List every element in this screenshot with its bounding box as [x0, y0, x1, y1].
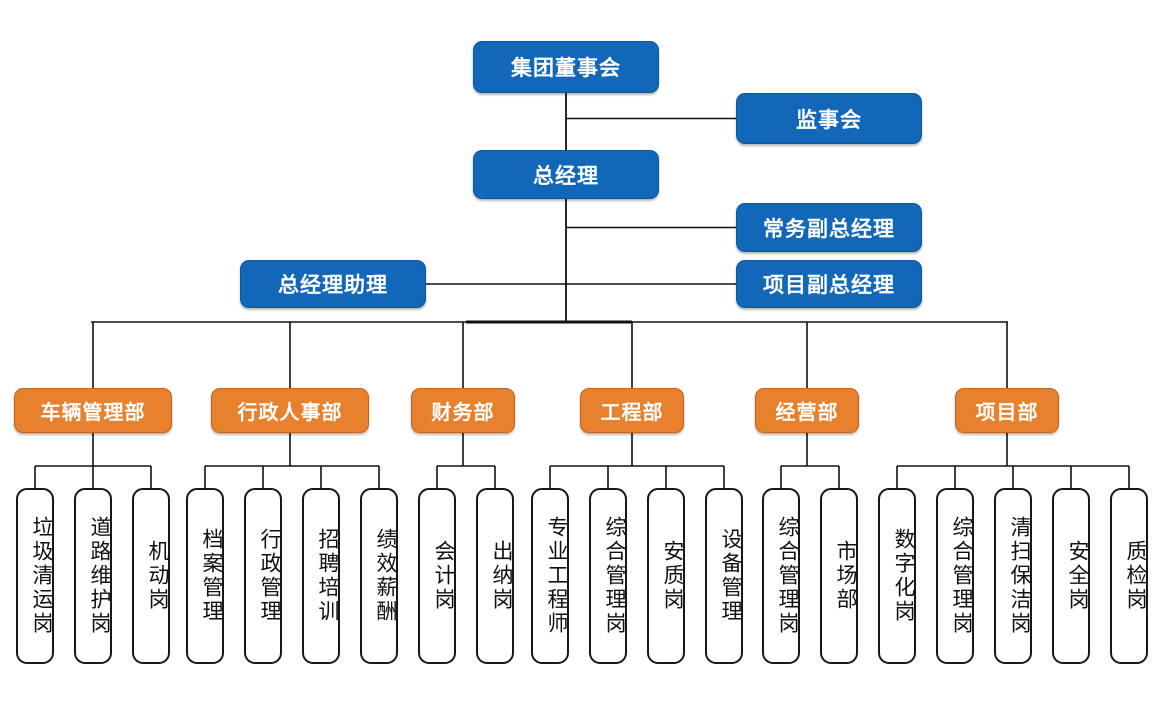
- node-position[interactable]: 清扫保洁岗: [994, 488, 1032, 664]
- node-position[interactable]: 出纳岗: [476, 488, 514, 664]
- node-general-manager[interactable]: 总经理: [473, 150, 659, 199]
- node-label: 项目部: [975, 402, 1039, 424]
- node-position[interactable]: 垃圾清运岗: [16, 488, 54, 664]
- node-label: 专业工程师: [545, 516, 568, 636]
- node-label: 数字化岗: [892, 528, 915, 624]
- node-supervisory-board[interactable]: 监事会: [736, 93, 922, 144]
- node-position[interactable]: 机动岗: [132, 488, 170, 664]
- node-position[interactable]: 数字化岗: [878, 488, 916, 664]
- node-position[interactable]: 道路维护岗: [74, 488, 112, 664]
- node-position[interactable]: 综合管理岗: [936, 488, 974, 664]
- node-department-admin-hr[interactable]: 行政人事部: [211, 388, 369, 433]
- node-label: 安质岗: [661, 540, 684, 612]
- node-label: 出纳岗: [490, 540, 513, 612]
- node-general-manager-assistant[interactable]: 总经理助理: [240, 260, 426, 308]
- node-department-engineering[interactable]: 工程部: [580, 388, 684, 433]
- node-position[interactable]: 市场部: [820, 488, 858, 664]
- node-department-finance[interactable]: 财务部: [411, 388, 515, 433]
- node-position[interactable]: 会计岗: [418, 488, 456, 664]
- node-label: 机动岗: [146, 540, 169, 612]
- node-label: 市场部: [834, 540, 857, 612]
- node-label: 档案管理: [200, 528, 223, 624]
- node-label: 质检岗: [1124, 540, 1147, 612]
- node-project-vice-general-manager[interactable]: 项目副总经理: [736, 260, 922, 308]
- node-label: 财务部: [431, 402, 495, 424]
- node-label: 总经理: [533, 164, 599, 188]
- node-department-operations[interactable]: 经营部: [755, 388, 859, 433]
- node-label: 综合管理岗: [603, 516, 626, 636]
- node-position[interactable]: 安全岗: [1052, 488, 1090, 664]
- node-position[interactable]: 质检岗: [1110, 488, 1148, 664]
- node-label: 总经理助理: [278, 274, 388, 297]
- node-department-project[interactable]: 项目部: [955, 388, 1059, 433]
- node-label: 清扫保洁岗: [1008, 516, 1031, 636]
- node-label: 安全岗: [1066, 540, 1089, 612]
- node-position[interactable]: 综合管理岗: [589, 488, 627, 664]
- node-label: 集团董事会: [511, 57, 621, 80]
- node-label: 设备管理: [719, 528, 742, 624]
- node-executive-vice-general-manager[interactable]: 常务副总经理: [736, 203, 922, 252]
- node-label: 综合管理岗: [776, 516, 799, 636]
- node-label: 招聘培训: [316, 528, 339, 624]
- node-board-of-directors[interactable]: 集团董事会: [473, 41, 659, 93]
- node-label: 会计岗: [432, 540, 455, 612]
- node-position[interactable]: 招聘培训: [302, 488, 340, 664]
- node-label: 项目副总经理: [763, 274, 895, 297]
- node-label: 常务副总经理: [763, 217, 895, 241]
- node-position[interactable]: 综合管理岗: [762, 488, 800, 664]
- node-label: 经营部: [775, 402, 839, 424]
- node-label: 垃圾清运岗: [30, 516, 53, 636]
- node-position[interactable]: 安质岗: [647, 488, 685, 664]
- node-position[interactable]: 专业工程师: [531, 488, 569, 664]
- node-position[interactable]: 档案管理: [186, 488, 224, 664]
- node-label: 工程部: [600, 402, 664, 424]
- node-position[interactable]: 行政管理: [244, 488, 282, 664]
- node-label: 综合管理岗: [950, 516, 973, 636]
- node-position[interactable]: 设备管理: [705, 488, 743, 664]
- node-label: 监事会: [796, 108, 862, 132]
- node-label: 行政管理: [258, 528, 281, 624]
- node-label: 绩效薪酬: [374, 528, 397, 624]
- node-position[interactable]: 绩效薪酬: [360, 488, 398, 664]
- node-label: 车辆管理部: [40, 402, 146, 424]
- node-department-vehicle[interactable]: 车辆管理部: [14, 388, 172, 433]
- node-label: 行政人事部: [237, 402, 343, 424]
- node-label: 道路维护岗: [88, 516, 111, 636]
